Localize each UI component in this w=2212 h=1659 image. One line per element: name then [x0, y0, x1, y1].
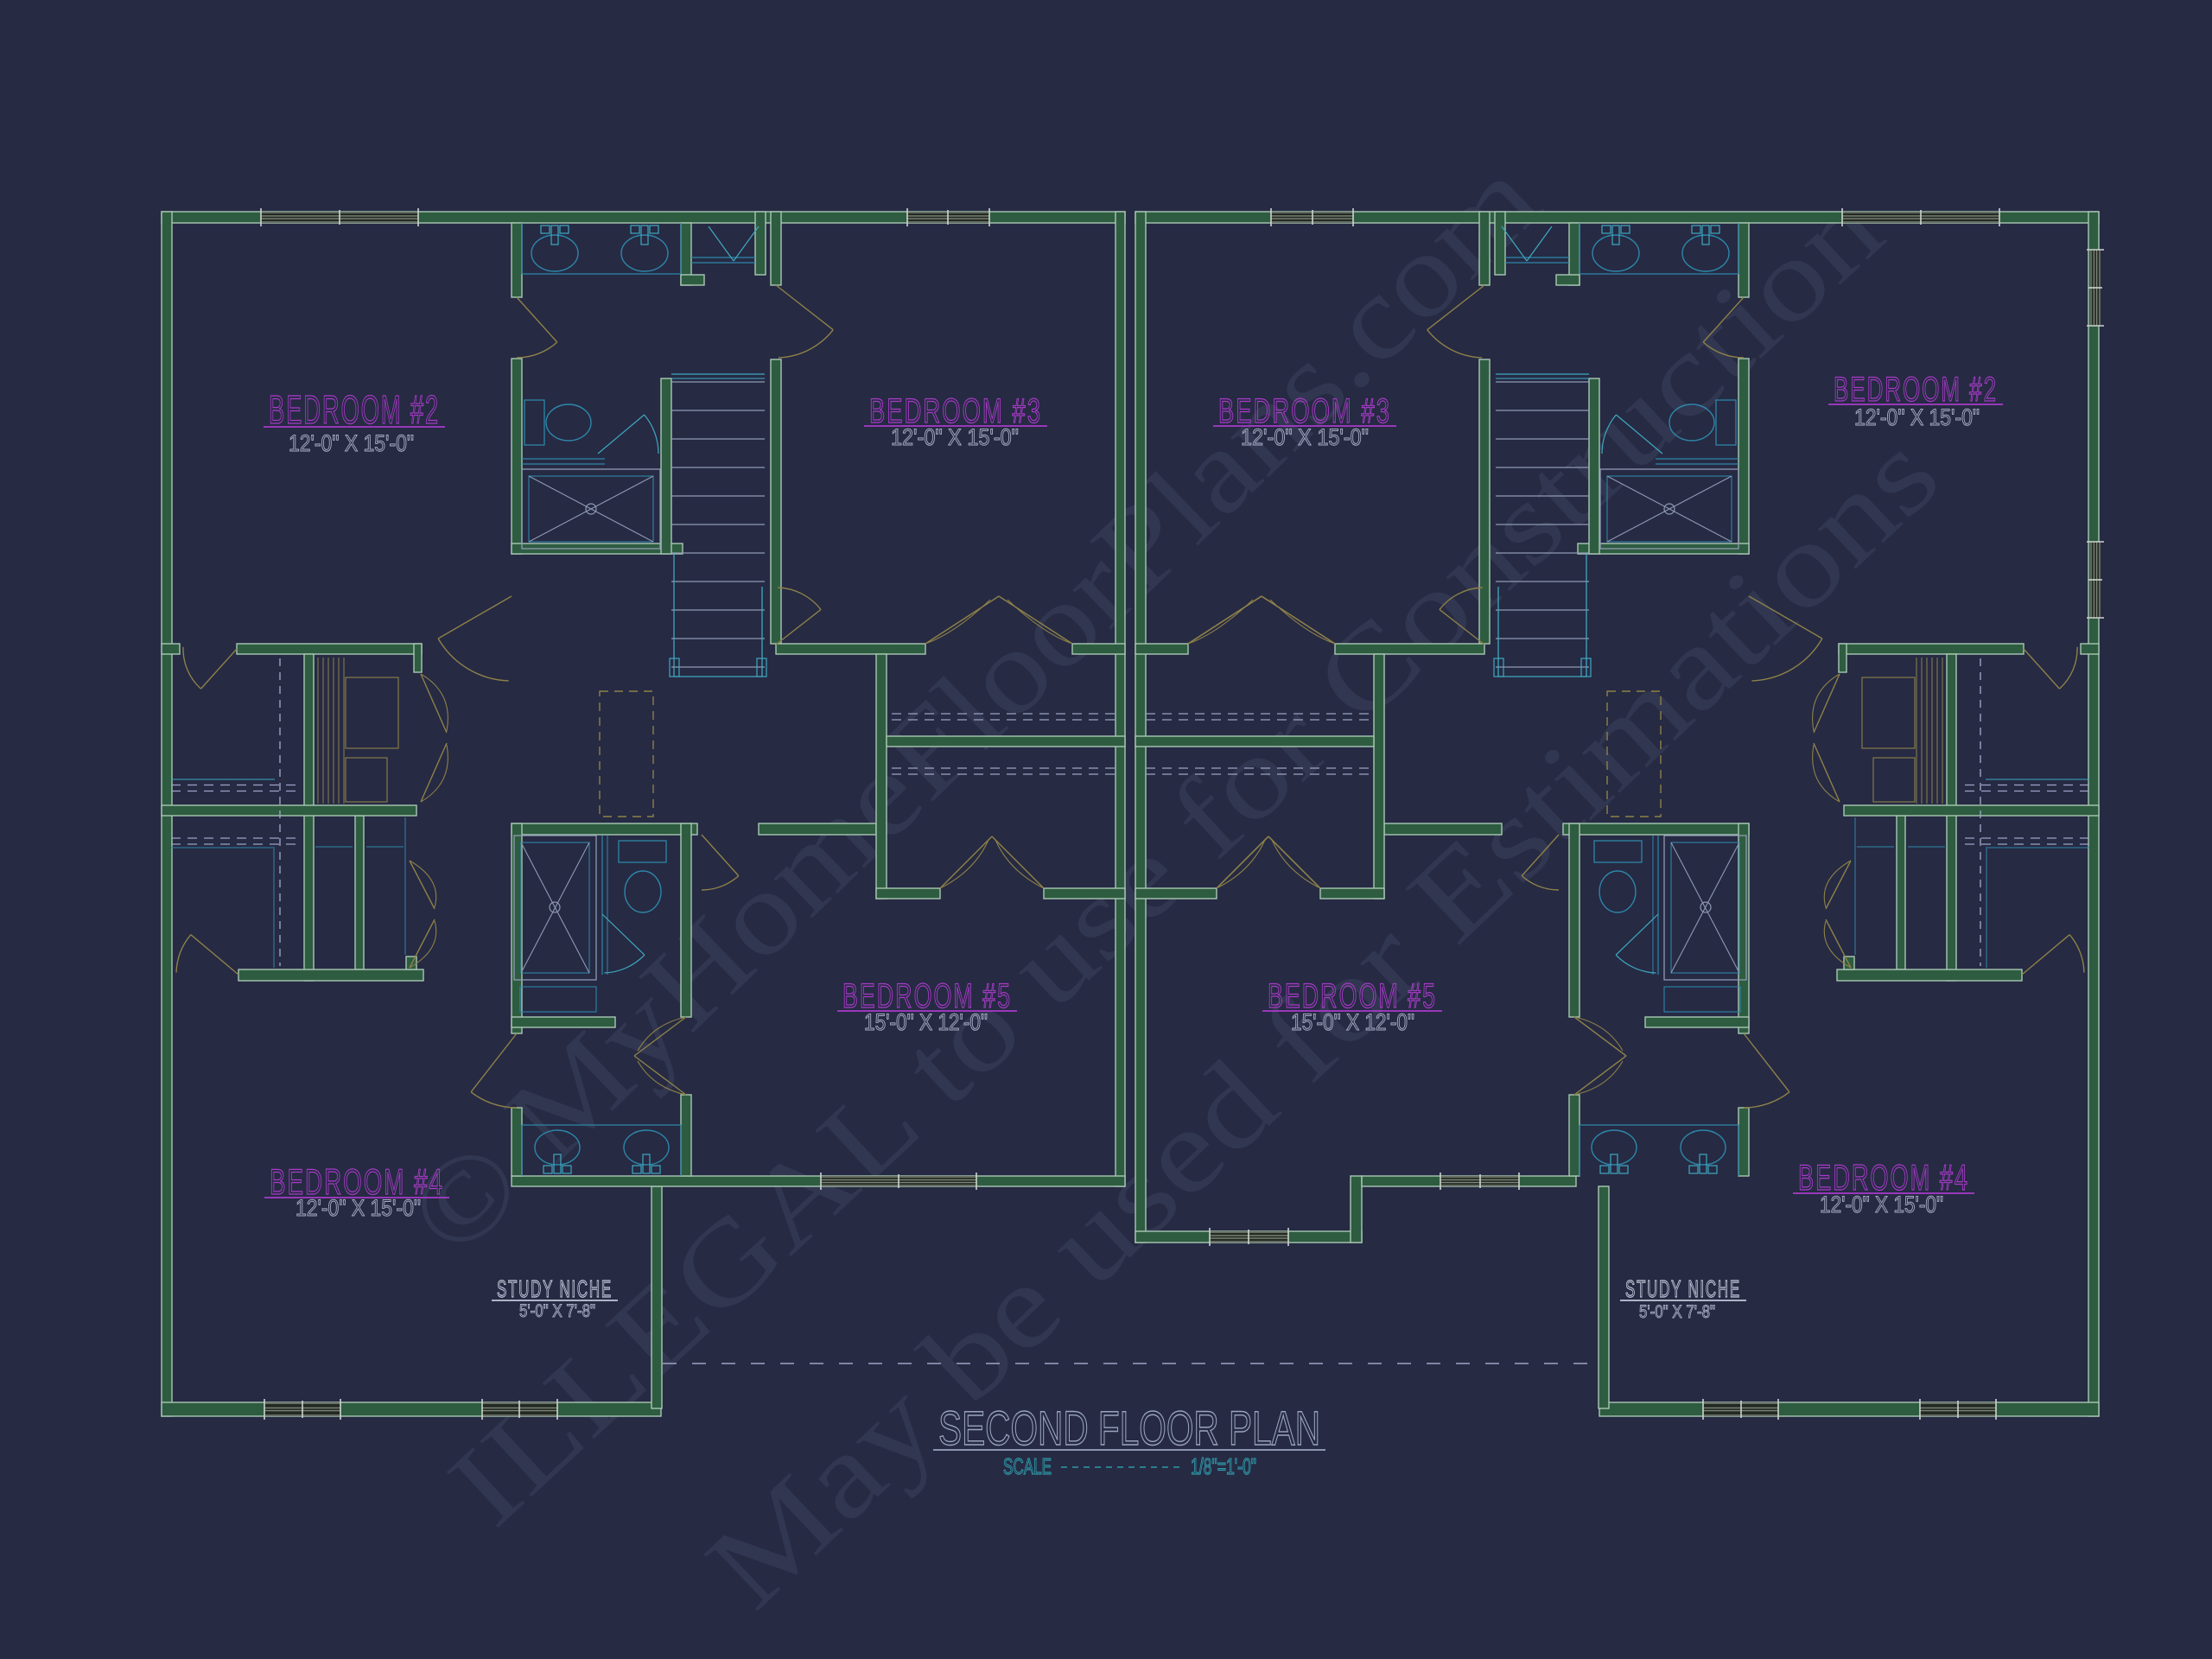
svg-text:BEDROOM #2: BEDROOM #2 [269, 387, 440, 432]
svg-text:15'-0" X 12'-0": 15'-0" X 12'-0" [1291, 1009, 1414, 1035]
svg-text:STUDY NICHE: STUDY NICHE [1625, 1275, 1741, 1302]
svg-text:BEDROOM #4: BEDROOM #4 [270, 1161, 444, 1202]
svg-text:12'-0" X 15'-0": 12'-0" X 15'-0" [1241, 424, 1369, 450]
svg-text:SCALE: SCALE [1003, 1453, 1052, 1479]
svg-text:1/8"=1'-0": 1/8"=1'-0" [1191, 1453, 1256, 1479]
svg-text:STUDY NICHE: STUDY NICHE [497, 1275, 613, 1302]
svg-text:5'-0" X 7'-8": 5'-0" X 7'-8" [1639, 1302, 1715, 1322]
svg-text:BEDROOM #5: BEDROOM #5 [842, 977, 1012, 1015]
svg-text:BEDROOM #5: BEDROOM #5 [1268, 977, 1437, 1015]
svg-text:BEDROOM #2: BEDROOM #2 [1834, 371, 1998, 409]
svg-text:SECOND FLOOR PLAN: SECOND FLOOR PLAN [938, 1401, 1320, 1455]
svg-text:BEDROOM #3: BEDROOM #3 [869, 392, 1042, 430]
svg-text:12'-0" X 15'-0": 12'-0" X 15'-0" [1820, 1192, 1943, 1217]
svg-text:BEDROOM #3: BEDROOM #3 [1218, 392, 1391, 430]
svg-text:12'-0" X 15'-0": 12'-0" X 15'-0" [289, 430, 414, 456]
svg-text:5'-0" X 7'-8": 5'-0" X 7'-8" [519, 1301, 595, 1321]
svg-text:12'-0" X 15'-0": 12'-0" X 15'-0" [891, 424, 1019, 450]
svg-text:15'-0" X 12'-0": 15'-0" X 12'-0" [864, 1009, 988, 1035]
svg-text:12'-0" X 15'-0": 12'-0" X 15'-0" [1854, 404, 1980, 430]
svg-text:12'-0" X 15'-0": 12'-0" X 15'-0" [296, 1195, 421, 1221]
svg-text:BEDROOM #4: BEDROOM #4 [1798, 1157, 1969, 1198]
